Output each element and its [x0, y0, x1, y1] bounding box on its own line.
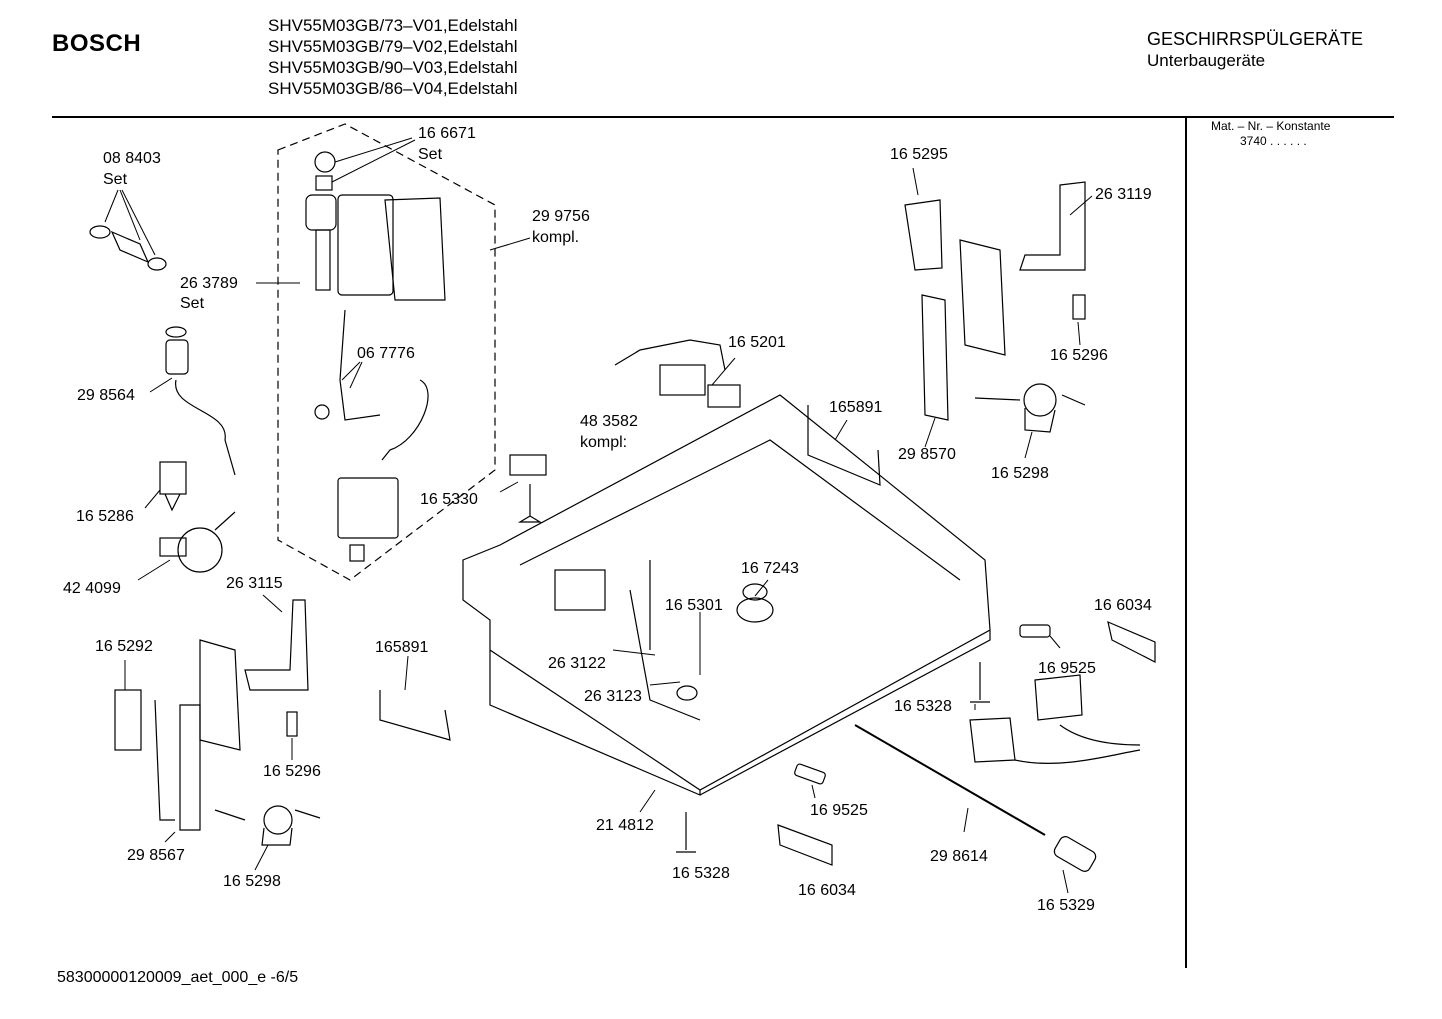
bracket-165295	[904, 199, 943, 271]
bracket-298570	[921, 239, 1006, 421]
part-labels: 08 8403 Set 16 6671 Set 29 9756 kompl. 2…	[63, 125, 1152, 914]
label-165298-left: 16 5298	[223, 873, 281, 890]
screw-165328b	[676, 812, 696, 853]
connector-166034a	[1107, 620, 1156, 663]
label-483582-kompl: kompl:	[580, 434, 627, 451]
label-067776: 06 7776	[357, 345, 415, 362]
model-line-3: SHV55M03GB/90–V03,Edelstahl	[268, 58, 518, 77]
bracket-left-part	[154, 639, 241, 831]
cap-165329	[1053, 836, 1097, 872]
spring-hose-part	[165, 326, 236, 476]
label-166671: 16 6671	[418, 125, 476, 142]
label-165328-bottom: 16 5328	[672, 865, 730, 882]
hook-part	[159, 461, 187, 512]
label-263115: 26 3115	[226, 575, 283, 592]
label-298564: 29 8564	[77, 387, 135, 404]
sensor-left-part	[214, 805, 321, 846]
label-165891-right: 165891	[829, 399, 882, 416]
pump-part	[159, 511, 236, 573]
model-line-4: SHV55M03GB/86–V04,Edelstahl	[268, 79, 518, 98]
wire-harness	[969, 674, 1141, 764]
heater-spring-left	[379, 690, 451, 741]
connector-166034b	[777, 824, 833, 866]
bracket-263119	[1019, 181, 1086, 271]
label-166671-set: Set	[418, 146, 443, 163]
clip-165296-left	[286, 711, 298, 737]
bolt-169525b	[794, 763, 826, 785]
label-165891-left: 165891	[375, 639, 428, 656]
sensor-right-part	[974, 383, 1086, 433]
label-165328-right: 16 5328	[894, 698, 952, 715]
clip-165296-right	[1072, 294, 1086, 320]
model-line-1: SHV55M03GB/73–V01,Edelstahl	[268, 16, 518, 35]
label-165201: 16 5201	[728, 334, 786, 351]
label-263789-set: Set	[180, 295, 205, 312]
label-088403: 08 8403	[103, 150, 161, 167]
label-299756-kompl: kompl.	[532, 229, 579, 246]
label-263789: 26 3789	[180, 275, 238, 292]
label-088403-set: Set	[103, 171, 128, 188]
base-frame	[462, 394, 991, 796]
label-166034-bottom: 16 6034	[798, 882, 856, 899]
label-165301: 16 5301	[665, 597, 723, 614]
label-263119: 26 3119	[1095, 186, 1152, 203]
label-169525-right: 16 9525	[1038, 660, 1096, 677]
label-165298-right: 16 5298	[991, 465, 1049, 482]
label-165330: 16 5330	[420, 491, 478, 508]
group-outline	[277, 123, 496, 581]
label-299756: 29 9756	[532, 208, 590, 225]
label-263123: 26 3123	[584, 688, 642, 705]
document-id: 58300000120009_aet_000_e -6/5	[57, 969, 299, 986]
label-165296-right: 16 5296	[1050, 347, 1108, 364]
softener-assembly	[305, 151, 446, 562]
clip-hose-part	[89, 225, 167, 271]
label-165286: 16 5286	[76, 508, 134, 525]
matnr-value: 3740 . . . . . .	[1240, 134, 1307, 148]
leader-lines	[104, 137, 1093, 894]
screw-165330	[517, 484, 543, 523]
drawing-parts	[89, 123, 1156, 872]
switch-165330	[509, 454, 547, 476]
label-165329: 16 5329	[1037, 897, 1095, 914]
heater-spring-right	[807, 405, 881, 486]
label-165292: 16 5292	[95, 638, 153, 655]
bracket-263115-part	[244, 599, 309, 691]
clip-left-part	[114, 689, 142, 751]
label-298570: 29 8570	[898, 446, 956, 463]
wiring-483582	[614, 339, 741, 408]
label-166034-right: 16 6034	[1094, 597, 1152, 614]
brand-logo: BOSCH	[52, 30, 142, 57]
label-165295: 16 5295	[890, 146, 948, 163]
label-424099: 42 4099	[63, 580, 121, 597]
category-subtitle: Unterbaugeräte	[1147, 51, 1266, 70]
bolt-169525a	[1019, 624, 1051, 638]
label-263122: 26 3122	[548, 655, 606, 672]
label-483582: 48 3582	[580, 413, 638, 430]
label-214812: 21 4812	[596, 817, 654, 834]
model-line-2: SHV55M03GB/79–V02,Edelstahl	[268, 37, 518, 56]
rod-298614	[854, 724, 1046, 836]
label-298614: 29 8614	[930, 848, 988, 865]
matnr-label: Mat. – Nr. – Konstante	[1211, 119, 1331, 133]
category-title: GESCHIRRSPÜLGERÄTE	[1147, 29, 1364, 49]
screw-165328a	[970, 662, 990, 703]
label-165296-left: 16 5296	[263, 763, 321, 780]
label-298567: 29 8567	[127, 847, 185, 864]
label-167243: 16 7243	[741, 560, 799, 577]
label-169525-bottom: 16 9525	[810, 802, 868, 819]
